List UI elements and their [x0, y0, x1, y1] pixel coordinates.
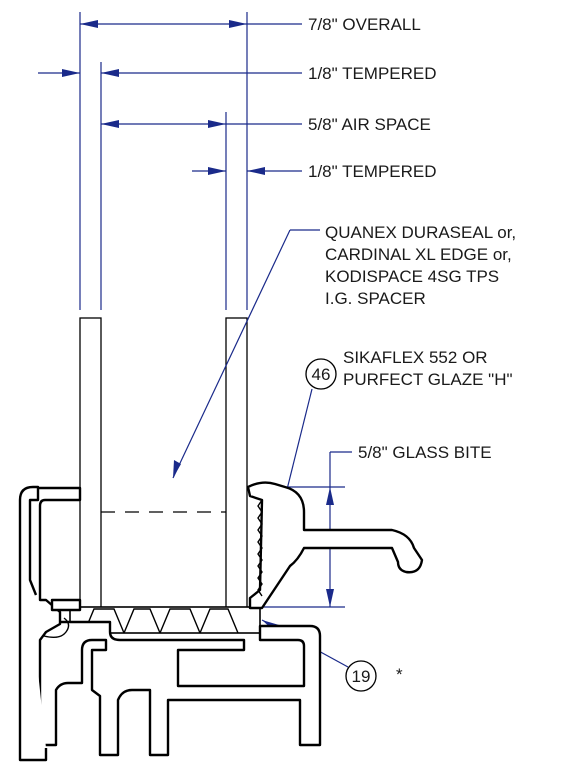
- glazing-gasket: [257, 499, 263, 597]
- spacer-note-line-4: I.G. SPACER: [325, 289, 426, 308]
- callout-19-label: 19: [352, 667, 371, 686]
- dimension-glass-bite: 5/8" GLASS BITE: [262, 443, 492, 608]
- air-space-label: 5/8" AIR SPACE: [308, 115, 431, 134]
- inner-tempered-label: 1/8" TEMPERED: [308, 162, 437, 181]
- glass-bite-label: 5/8" GLASS BITE: [358, 443, 492, 462]
- sealant-note: SIKAFLEX 552 OR PURFECT GLAZE "H" 46: [258, 348, 513, 603]
- inner-glass-lite: [225, 317, 248, 609]
- callout-19-asterisk: *: [396, 665, 403, 684]
- dimension-air-space: 5/8" AIR SPACE: [101, 112, 431, 310]
- outer-tempered-label: 1/8" TEMPERED: [308, 64, 437, 83]
- spacer-note-line-2: CARDINAL XL EDGE or,: [325, 245, 512, 264]
- spacer-note: QUANEX DURASEAL or, CARDINAL XL EDGE or,…: [172, 223, 516, 479]
- dimension-outer-tempered: 1/8" TEMPERED: [38, 62, 437, 310]
- sealant-note-line-1: SIKAFLEX 552 OR: [343, 348, 488, 367]
- frame-extrusion: [18, 481, 424, 762]
- outer-glass-lite: [79, 317, 102, 609]
- sealant-note-line-2: PURFECT GLAZE "H": [343, 370, 513, 389]
- callout-46-circle: [305, 358, 337, 390]
- spacer-note-line-3: KODISPACE 4SG TPS: [325, 267, 499, 286]
- dimension-inner-tempered: 1/8" TEMPERED: [192, 162, 437, 181]
- dimension-overall: 7/8" OVERALL: [79, 12, 421, 310]
- callout-46-label: 46: [312, 365, 331, 384]
- spacer-note-line-1: QUANEX DURASEAL or,: [325, 223, 516, 242]
- overall-dimension-label: 7/8" OVERALL: [308, 15, 421, 34]
- callout-19-circle: [345, 660, 377, 692]
